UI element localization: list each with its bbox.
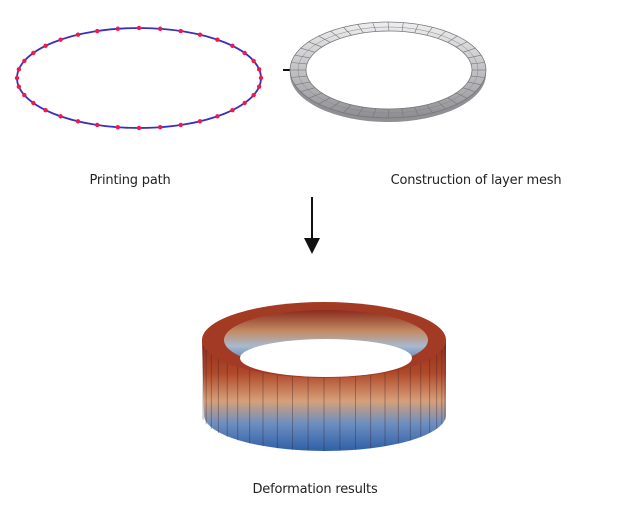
path-point: [230, 107, 235, 113]
path-point: [115, 26, 121, 31]
path-point: [22, 58, 27, 64]
path-point: [14, 75, 20, 81]
mesh-line: [387, 21, 390, 32]
path-point: [58, 37, 63, 42]
mesh-line: [291, 62, 308, 65]
path-point: [197, 32, 203, 37]
mesh-line: [318, 35, 331, 43]
path-point: [31, 100, 36, 106]
mesh-line: [456, 92, 468, 99]
printing-path-curve: [16, 27, 262, 129]
cylinder-mesh-lines: [202, 344, 446, 451]
path-point: [178, 28, 183, 34]
deformation-result-figure: [202, 302, 446, 451]
path-point: [115, 125, 121, 130]
printing-path-figure: [14, 25, 264, 131]
path-point: [22, 92, 27, 98]
mesh-line: [372, 22, 377, 32]
path-point: [157, 26, 163, 31]
mesh-line: [467, 81, 482, 86]
path-point: [230, 43, 235, 49]
mesh-line: [308, 92, 322, 99]
path-point: [95, 122, 100, 128]
deformation-results-label: Deformation results: [252, 482, 378, 497]
mesh-line: [300, 87, 316, 93]
mesh-line: [387, 108, 390, 119]
path-point: [256, 67, 262, 72]
path-point: [251, 92, 256, 98]
mesh-line: [437, 101, 446, 110]
layer-mesh-figure: [289, 21, 487, 122]
mesh-line: [470, 62, 485, 65]
mesh-line: [470, 75, 485, 78]
path-point: [43, 43, 48, 49]
mesh-line: [300, 47, 316, 53]
mesh-line: [343, 27, 352, 36]
mesh-line: [343, 104, 352, 113]
mesh-line: [294, 81, 311, 86]
mesh-line: [330, 101, 341, 110]
path-point: [215, 37, 220, 42]
layer-mesh-label: Construction of layer mesh: [390, 173, 562, 188]
path-point: [75, 119, 81, 124]
mesh-line: [308, 41, 322, 48]
path-point: [75, 32, 81, 37]
mesh-line: [447, 35, 458, 43]
mesh-line: [401, 22, 404, 32]
path-point: [242, 100, 247, 106]
mesh-line: [462, 87, 476, 93]
mesh-line: [462, 47, 476, 53]
path-point: [242, 50, 247, 56]
mesh-line: [447, 97, 458, 105]
path-point: [251, 58, 256, 64]
path-point: [43, 107, 48, 113]
mesh-line: [401, 108, 404, 118]
mesh-line: [294, 54, 311, 59]
path-point: [58, 114, 63, 119]
mesh-line: [426, 27, 433, 36]
path-point: [31, 50, 36, 56]
path-points: [14, 25, 264, 131]
path-point: [258, 75, 264, 81]
path-point: [178, 122, 183, 128]
path-point: [136, 125, 142, 131]
mesh-line: [330, 30, 341, 39]
mesh-line: [372, 108, 377, 118]
mesh-line: [291, 75, 308, 78]
mesh-line: [318, 97, 331, 105]
mesh-line: [357, 24, 364, 34]
path-point: [256, 84, 262, 89]
mesh-line: [456, 41, 468, 48]
mesh-grid-lines: [290, 21, 486, 119]
path-point: [95, 28, 100, 34]
path-point: [16, 67, 22, 72]
mesh-ring-hole: [305, 30, 473, 110]
path-point: [136, 25, 142, 31]
mesh-line: [437, 30, 446, 39]
path-point: [215, 114, 220, 119]
mesh-line: [426, 104, 433, 113]
mesh-line: [414, 24, 419, 34]
mesh-line: [357, 106, 364, 116]
mesh-line: [414, 106, 419, 116]
printing-path-label: Printing path: [89, 173, 171, 188]
path-point: [157, 125, 163, 130]
path-point: [197, 119, 203, 124]
mesh-line: [467, 54, 482, 59]
path-point: [16, 84, 22, 89]
cylinder-hole: [240, 339, 412, 377]
